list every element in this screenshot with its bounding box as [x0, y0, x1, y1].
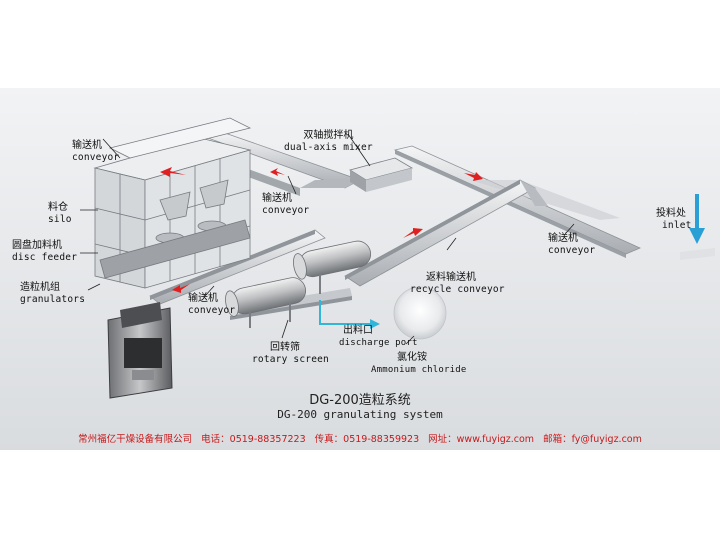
- footer-phone: 电话：0519-88357223: [201, 434, 306, 445]
- label-conveyor-lower-cn: 输送机: [188, 293, 218, 304]
- system-title-cn: DG-200造粒系统: [309, 393, 411, 408]
- leader-lines: [80, 133, 575, 345]
- label-granulators-en: granulators: [20, 294, 86, 305]
- label-silo-cn: 料仓: [48, 202, 68, 213]
- label-conveyor-right: 输送机 conveyor: [548, 233, 595, 257]
- label-ammonium-chloride-en: Ammonium chloride: [371, 365, 467, 375]
- label-disc-feeder-en: disc feeder: [12, 252, 78, 263]
- label-discharge-port-cn: 出料口: [343, 325, 373, 336]
- label-ammonium-chloride-cn: 氯化铵: [397, 352, 427, 363]
- label-recycle-conveyor: 返料输送机 recycle conveyor: [410, 272, 505, 296]
- label-conveyor-right-cn: 输送机: [548, 233, 578, 244]
- label-conveyor-right-en: conveyor: [548, 245, 596, 256]
- dual-axis-mixer-unit: [349, 157, 414, 192]
- plant-illustration: [0, 88, 720, 450]
- footer-email: 邮箱：fy@fuyigz.com: [543, 434, 642, 445]
- granulator-machine-photo: [107, 302, 173, 399]
- footer-company: 常州福亿干燥设备有限公司: [78, 434, 193, 445]
- label-disc-feeder: 圆盘加料机 disc feeder: [12, 240, 77, 264]
- label-inlet: 投料处 inlet: [656, 208, 692, 232]
- label-conveyor-top: 输送机 conveyor: [72, 140, 119, 164]
- label-conveyor-mid-cn: 输送机: [262, 193, 292, 204]
- company-footer: 常州福亿干燥设备有限公司 电话：0519-88357223 传真：0519-88…: [0, 431, 720, 445]
- label-silo-en: silo: [48, 214, 72, 225]
- label-inlet-cn: 投料处: [656, 208, 686, 219]
- label-recycle-conveyor-cn: 返料输送机: [426, 272, 476, 283]
- label-granulators-cn: 造粒机组: [20, 282, 60, 293]
- label-conveyor-mid: 输送机 conveyor: [262, 193, 309, 217]
- rotary-screen-drums: [225, 240, 372, 328]
- label-rotary-screen-en: rotary screen: [252, 354, 329, 365]
- label-dual-axis-mixer-cn: 双轴搅拌机: [303, 130, 354, 141]
- granulation-tower: [93, 117, 252, 289]
- label-discharge-port: 出料口 discharge port: [339, 325, 418, 349]
- flow-arrows: [160, 167, 483, 293]
- label-dual-axis-mixer-en: dual-axis mixer: [284, 142, 373, 153]
- discharge-arrow-icon: [319, 300, 372, 325]
- label-conveyor-lower-en: conveyor: [188, 305, 236, 316]
- label-silo: 料仓 silo: [48, 202, 72, 226]
- label-conveyor-mid-en: conveyor: [262, 205, 310, 216]
- recycle-conveyor-belt: [344, 179, 548, 287]
- footer-fax: 传真：0519-88359923: [314, 434, 420, 445]
- label-granulators: 造粒机组 granulators: [20, 282, 85, 306]
- system-title-en: DG-200 granulating system: [277, 408, 443, 421]
- footer-website: 网址：www.fuyigz.com: [428, 434, 535, 445]
- label-conveyor-lower: 输送机 conveyor: [188, 293, 235, 317]
- ammonium-chloride-sample: [393, 286, 447, 340]
- label-rotary-screen-cn: 回转筛: [270, 342, 300, 353]
- label-conveyor-top-cn: 输送机: [72, 140, 102, 151]
- discharge-arrowhead-icon: [370, 319, 380, 329]
- inlet-arrow-icon: [680, 194, 715, 260]
- label-ammonium-chloride: 氯化铵 Ammonium chloride: [371, 352, 467, 376]
- label-recycle-conveyor-en: recycle conveyor: [410, 284, 505, 295]
- label-inlet-en: inlet: [662, 220, 692, 231]
- label-dual-axis-mixer: 双轴搅拌机 dual-axis mixer: [284, 130, 373, 154]
- label-discharge-port-en: discharge port: [339, 338, 418, 348]
- label-disc-feeder-cn: 圆盘加料机: [12, 240, 62, 251]
- label-conveyor-top-en: conveyor: [72, 152, 120, 163]
- label-rotary-screen: 回转筛 rotary screen: [252, 342, 329, 366]
